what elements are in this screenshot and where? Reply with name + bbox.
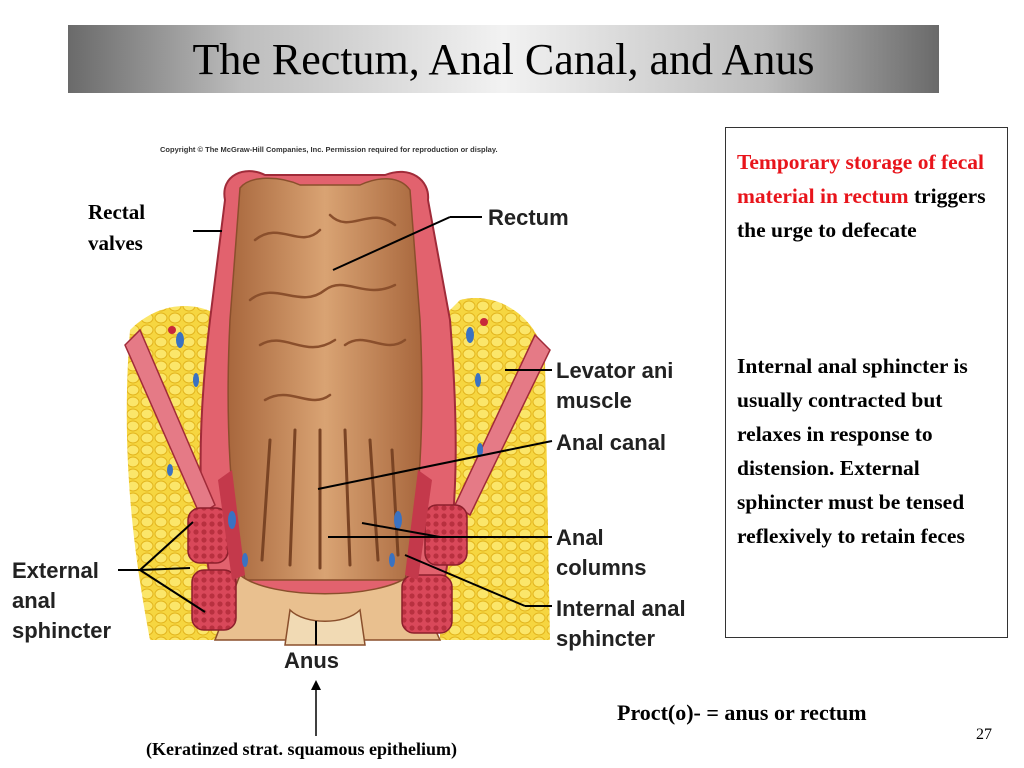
- storage-rest: triggers the urge to defecate: [737, 184, 986, 242]
- copyright-notice: Copyright © The McGraw-Hill Companies, I…: [160, 145, 498, 154]
- proct-note: Proct(o)- = anus or rectum: [617, 700, 867, 725]
- label-anal-canal: Anal canal: [556, 430, 667, 455]
- storage-paragraph: Temporary storage of fecal material in r…: [737, 145, 1007, 247]
- title-bar: The Rectum, Anal Canal, and Anus: [68, 25, 939, 93]
- page-number: 27: [976, 726, 992, 743]
- label-internal-anal-sphincter: Internal anal sphincter: [556, 596, 686, 651]
- internal-anal-sphincter-right: [405, 470, 432, 580]
- arrow-up-icon: [311, 680, 321, 736]
- label-anal-columns: Anal columns: [556, 525, 647, 580]
- label-rectum: Rectum: [488, 205, 569, 230]
- sphincter-paragraph: Internal anal sphincter is usually contr…: [737, 354, 968, 548]
- anal-orifice: [284, 608, 366, 646]
- rectal-folds: [248, 213, 407, 402]
- slide-title: The Rectum, Anal Canal, and Anus: [192, 34, 815, 84]
- label-rectal-valves: Rectal valves: [88, 200, 146, 255]
- keratinized-note: (Keratinzed strat. squamous epithelium): [146, 739, 457, 759]
- label-anus: Anus: [284, 648, 339, 673]
- rectum-anatomy-illustration: [118, 170, 553, 646]
- storage-highlight: Temporary storage of fecal material in r…: [737, 150, 984, 208]
- notes-textbox: Temporary storage of fecal material in r…: [725, 127, 1008, 638]
- leader-lines: [118, 216, 553, 645]
- label-external-anal-sphincter: External anal sphincter: [12, 558, 112, 643]
- arterioles: [168, 318, 488, 334]
- external-anal-sphincter-right: [401, 504, 468, 634]
- blood-vessels: [167, 327, 483, 567]
- label-levator-ani-muscle: Levator ani muscle: [556, 358, 674, 413]
